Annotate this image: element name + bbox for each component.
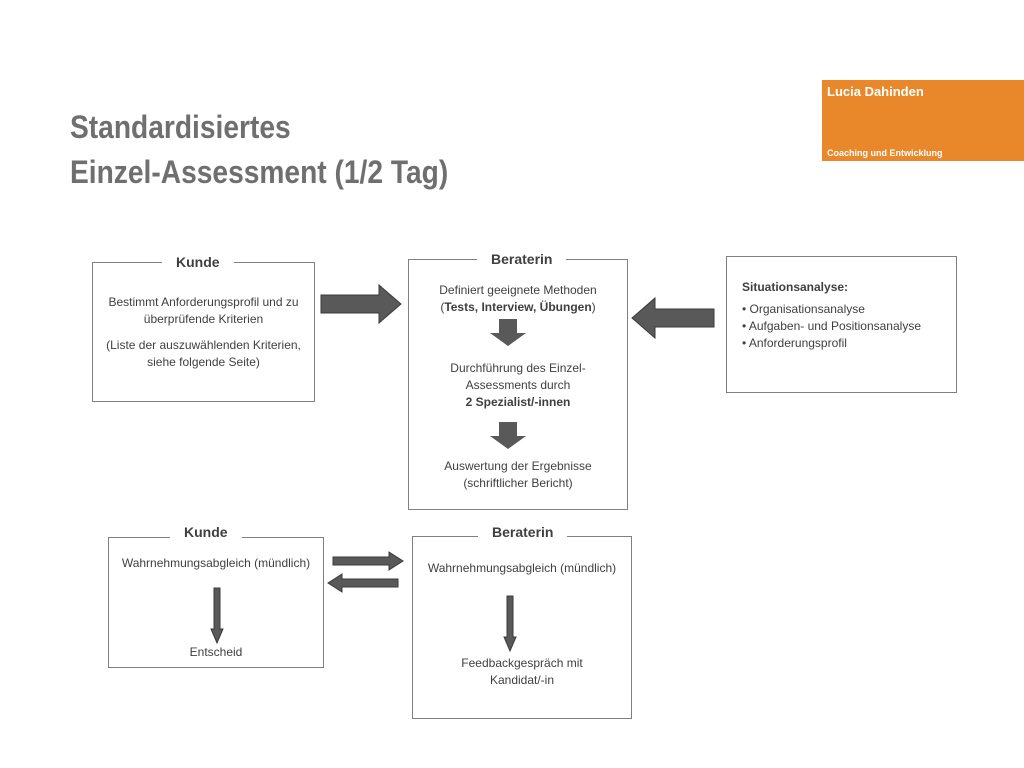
beraterin-top-title: Beraterin [477, 251, 567, 267]
kunde-top-text: Bestimmt Anforderungsprofil und zu überp… [93, 294, 314, 328]
arrow-down-icon [210, 587, 224, 645]
situation-heading: Situationsanalyse: [742, 280, 849, 294]
kunde-bottom-title: Kunde [170, 524, 242, 540]
kunde-top-line-1: Bestimmt Anforderungsprofil und zu [108, 295, 299, 309]
beraterin-bottom-line-2a: Feedbackgespräch mit [461, 656, 583, 670]
beraterin-box-top: Definiert geeignete Methoden (Tests, Int… [408, 259, 628, 510]
kunde-top-note: (Liste der auszuwählenden Kriterien, sie… [93, 337, 314, 371]
step-3-line-2: (schriftlicher Bericht) [463, 476, 573, 490]
arrow-right-icon [320, 283, 402, 325]
step-2-line-2: Assessments durch [465, 378, 571, 392]
step-2-line-3: 2 Spezialist/-innen [465, 395, 571, 409]
kunde-bottom-line-2: Entscheid [189, 645, 243, 659]
kunde-top-title: Kunde [162, 254, 234, 270]
slide-title-line-2: Einzel-Assessment (1/2 Tag) [70, 154, 449, 190]
beraterin-bottom-line-2b: Kandidat/-in [489, 673, 555, 687]
slide-title-line-1: Standardisiertes [70, 109, 291, 145]
arrow-down-icon [490, 319, 526, 346]
logo-name: Lucia Dahinden [827, 84, 924, 99]
kunde-top-line-2: überprüfende Kriterien [143, 312, 264, 326]
beraterin-step-3: Auswertung der Ergebnisse (schriftlicher… [409, 458, 627, 492]
step-1-line-2: (Tests, Interview, Übungen) [440, 300, 596, 314]
situation-item-3: • Anforderungsprofil [742, 336, 847, 350]
arrow-down-icon [503, 595, 517, 653]
situation-analysis-box: Situationsanalyse: • Organisationsanalys… [726, 256, 957, 393]
arrow-right-icon [332, 551, 404, 571]
kunde-box-bottom: Wahrnehmungsabgleich (mündlich) Entschei… [108, 537, 324, 668]
arrow-left-icon [327, 573, 399, 593]
beraterin-step-2: Durchführung des Einzel- Assessments dur… [409, 360, 627, 411]
logo-tagline: Coaching und Entwicklung [827, 148, 943, 158]
beraterin-box-bottom: Wahrnehmungsabgleich (mündlich) Feedback… [412, 536, 632, 719]
beraterin-bottom-line-2: Feedbackgespräch mit Kandidat/-in [413, 655, 631, 689]
situation-analysis-text: Situationsanalyse: • Organisationsanalys… [742, 279, 921, 352]
step-2-line-1: Durchführung des Einzel- [450, 361, 586, 375]
step-3-line-1: Auswertung der Ergebnisse [444, 459, 592, 473]
step-1-line-1: Definiert geeignete Methoden [439, 283, 597, 297]
slide-title: Standardisiertes Einzel-Assessment (1/2 … [70, 105, 448, 195]
company-logo: Lucia Dahinden Coaching und Entwicklung [822, 80, 1024, 161]
beraterin-bottom-line-1: Wahrnehmungsabgleich (mündlich) [427, 561, 617, 575]
kunde-top-note-line-1: (Liste der auszuwählenden Kriterien, [106, 338, 301, 352]
beraterin-step-1: Definiert geeignete Methoden (Tests, Int… [409, 282, 627, 316]
situation-item-2: • Aufgaben- und Positionsanalyse [742, 319, 921, 333]
kunde-box-top: Bestimmt Anforderungsprofil und zu überp… [92, 262, 315, 402]
kunde-bottom-line-1: Wahrnehmungsabgleich (mündlich) [121, 556, 311, 570]
arrow-down-icon [490, 422, 526, 449]
kunde-top-note-line-2: siehe folgende Seite) [147, 355, 260, 369]
beraterin-bottom-title: Beraterin [478, 524, 568, 540]
situation-item-1: • Organisationsanalyse [742, 302, 865, 316]
arrow-left-icon [631, 296, 715, 340]
